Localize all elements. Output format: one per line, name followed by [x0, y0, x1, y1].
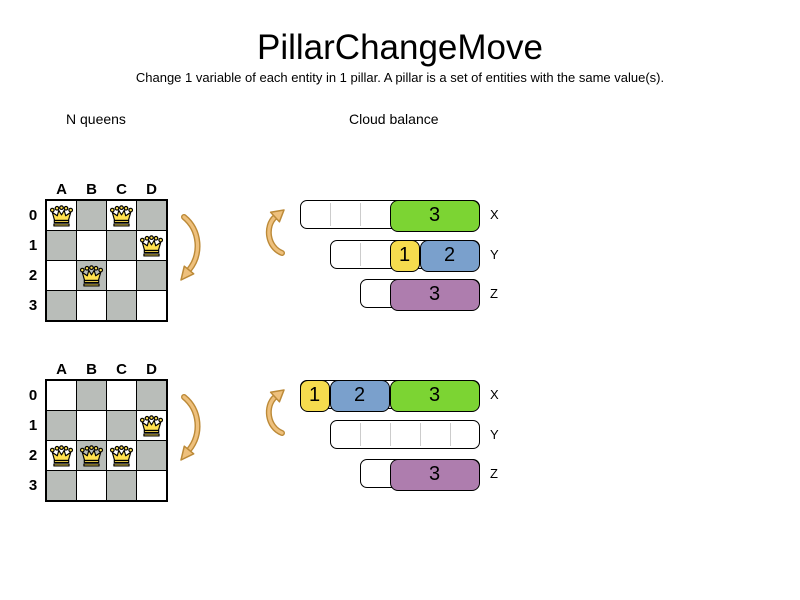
board-cell — [137, 411, 166, 440]
column-header: B — [86, 181, 97, 198]
board-after-column-headers: A B C D — [47, 361, 166, 378]
process-block: 3 — [389, 379, 480, 412]
queen-icon — [78, 442, 105, 469]
board-before-row-labels: 0 1 2 3 — [24, 201, 42, 320]
board-cell — [107, 291, 136, 320]
computer-bar-z: 3 — [360, 458, 480, 491]
row-label: 3 — [28, 477, 38, 494]
board-cell — [47, 381, 76, 410]
board-cell — [137, 261, 166, 290]
column-header: D — [146, 361, 157, 378]
board-cell — [77, 201, 106, 230]
computer-bar-z: 3 — [360, 278, 480, 311]
bar-divider — [359, 243, 361, 266]
bar-label: Y — [490, 427, 499, 442]
bar-divider — [419, 423, 421, 446]
queen-icon — [138, 232, 165, 259]
bar-label: X — [490, 207, 499, 222]
row-label: 3 — [28, 297, 38, 314]
row-label: 0 — [28, 387, 38, 404]
row-label: 1 — [28, 417, 38, 434]
column-header: A — [56, 181, 67, 198]
bar-label: Y — [490, 247, 499, 262]
board-cell — [47, 261, 76, 290]
board-cell — [107, 231, 136, 260]
bar-label: Z — [490, 466, 498, 481]
board-cell — [47, 201, 76, 230]
process-block: 2 — [329, 379, 390, 412]
row-label: 2 — [28, 447, 38, 464]
board-cell — [77, 261, 106, 290]
column-header: A — [56, 361, 67, 378]
move-arrow-board-before-icon — [173, 212, 209, 284]
chessboard-after — [45, 379, 168, 502]
board-cell — [107, 261, 136, 290]
queen-icon — [108, 202, 135, 229]
board-cell — [107, 411, 136, 440]
move-arrow-board-after-icon — [173, 392, 209, 464]
move-arrow-cloud-after-icon — [261, 387, 295, 437]
chessboard-before — [45, 199, 168, 322]
board-cell — [137, 201, 166, 230]
bar-label: X — [490, 387, 499, 402]
board-before-column-headers: A B C D — [47, 181, 166, 198]
board-cell — [47, 411, 76, 440]
board-cell — [137, 381, 166, 410]
bar-divider — [329, 203, 331, 226]
bar-divider — [389, 423, 391, 446]
nqueens-section-label: N queens — [66, 111, 126, 127]
process-block: 1 — [299, 379, 330, 412]
process-block: 1 — [389, 239, 420, 272]
queen-icon — [78, 262, 105, 289]
page-subtitle: Change 1 variable of each entity in 1 pi… — [135, 70, 665, 85]
board-cell — [47, 291, 76, 320]
column-header: B — [86, 361, 97, 378]
queen-icon — [138, 412, 165, 439]
board-cell — [77, 471, 106, 500]
column-header: C — [116, 361, 127, 378]
bar-divider — [449, 423, 451, 446]
board-cell — [137, 291, 166, 320]
page-title: PillarChangeMove — [257, 28, 543, 67]
process-block: 3 — [389, 458, 480, 491]
move-arrow-cloud-before-icon — [261, 207, 295, 257]
board-cell — [137, 231, 166, 260]
board-cell — [107, 201, 136, 230]
board-cell — [77, 441, 106, 470]
board-cell — [107, 471, 136, 500]
bar-divider — [359, 423, 361, 446]
row-label: 0 — [28, 207, 38, 224]
process-block: 2 — [419, 239, 480, 272]
board-cell — [77, 291, 106, 320]
board-cell — [47, 231, 76, 260]
queen-icon — [48, 442, 75, 469]
queen-icon — [48, 202, 75, 229]
row-label: 1 — [28, 237, 38, 254]
cloud-section-label: Cloud balance — [349, 111, 439, 127]
board-cell — [77, 381, 106, 410]
column-header: C — [116, 181, 127, 198]
process-block: 3 — [389, 278, 480, 311]
board-cell — [47, 471, 76, 500]
bar-divider — [359, 203, 361, 226]
board-cell — [77, 231, 106, 260]
column-header: D — [146, 181, 157, 198]
computer-bar-y — [330, 420, 480, 449]
board-after-row-labels: 0 1 2 3 — [24, 381, 42, 500]
row-label: 2 — [28, 267, 38, 284]
board-cell — [77, 411, 106, 440]
process-block: 3 — [389, 199, 480, 232]
board-cell — [107, 381, 136, 410]
board-cell — [47, 441, 76, 470]
board-cell — [107, 441, 136, 470]
board-cell — [137, 471, 166, 500]
board-cell — [137, 441, 166, 470]
queen-icon — [108, 442, 135, 469]
bar-label: Z — [490, 286, 498, 301]
computer-bar-x: 3 — [300, 199, 480, 232]
